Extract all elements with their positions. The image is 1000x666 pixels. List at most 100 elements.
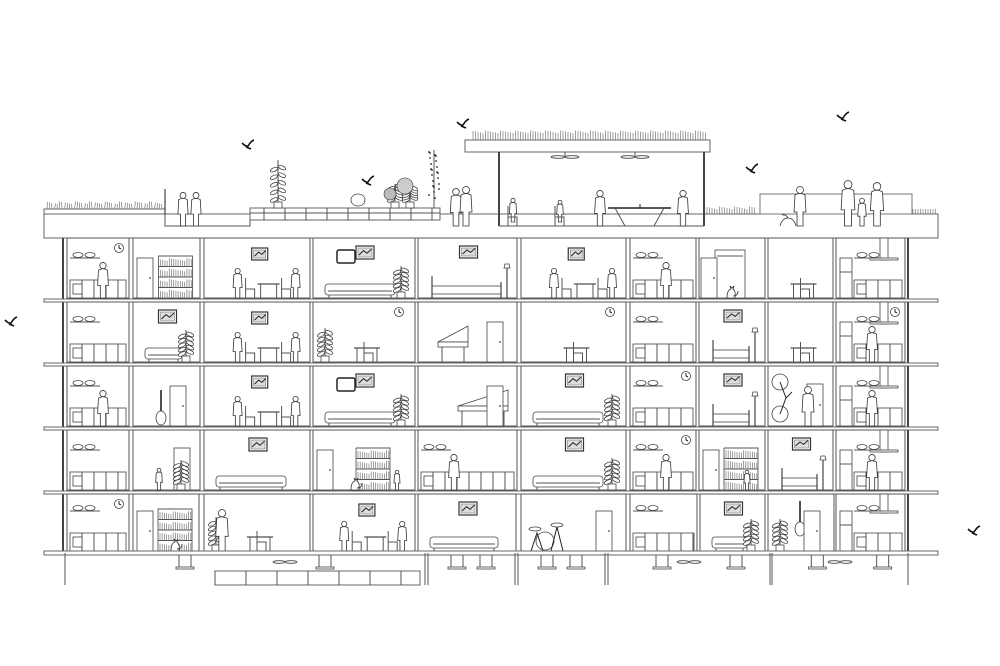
chair-icon [561, 278, 572, 298]
bird-icon [361, 175, 375, 186]
door-icon [136, 257, 154, 299]
table-icon [247, 536, 273, 551]
floor-level-4 [43, 301, 939, 367]
floor-level-1 [43, 493, 939, 556]
kitchen-cabinets-icon [420, 444, 515, 491]
room-entry [767, 365, 834, 427]
chair-icon [351, 531, 362, 551]
bird-icon [967, 525, 981, 536]
ceiling-fan-icon [550, 152, 580, 159]
plant-icon [172, 460, 190, 491]
guitar-icon [155, 390, 167, 426]
bookshelf-icon [355, 447, 391, 491]
room-kitchen [835, 237, 906, 299]
chair-icon [281, 342, 292, 362]
fridge-icon [839, 510, 853, 552]
person-icon [290, 331, 301, 363]
room-entry [132, 429, 201, 491]
tv-icon [336, 377, 356, 392]
room-living [203, 429, 311, 491]
bird-icon [241, 139, 255, 150]
ping-pong-player-icon [677, 190, 689, 227]
plant-icon [392, 266, 410, 299]
room-kitchen [629, 365, 697, 427]
bookshelf-icon [723, 447, 759, 491]
room-kitchen [66, 237, 130, 299]
seated-person-icon [556, 199, 564, 223]
plant-icon [603, 394, 621, 427]
ceiling-fan-icon [620, 152, 650, 159]
room-music [520, 493, 627, 552]
ping-pong-table-icon [608, 204, 671, 227]
ceiling-fan-icon [676, 560, 702, 564]
room-kitchen [835, 365, 906, 427]
bird-icon [745, 163, 759, 174]
table-icon [354, 347, 380, 362]
green-roof-left [43, 189, 166, 215]
person-icon [290, 267, 301, 299]
shrub-icon [383, 187, 397, 201]
pendant-lamp-icon [807, 555, 827, 570]
clock-icon [394, 307, 404, 317]
kitchen-cabinets-icon [632, 505, 695, 552]
table-icon [257, 347, 280, 362]
room-music [132, 365, 201, 427]
room-kitchen [66, 493, 130, 552]
table-icon [574, 283, 596, 298]
bird-icon [836, 111, 850, 122]
bird-icon [456, 118, 470, 129]
room-bedroom [698, 365, 766, 427]
storefront-glazing [214, 570, 421, 586]
child-icon [155, 467, 163, 491]
person-icon [607, 267, 617, 299]
room-dining [203, 301, 311, 363]
room-study [767, 237, 834, 299]
chair-icon [256, 531, 267, 551]
kitchen-cabinets-icon [69, 380, 127, 427]
kitchen-cabinets-icon [69, 444, 127, 491]
room-kitchen [629, 237, 697, 299]
plant-icon [771, 519, 789, 552]
pendant-lamp-icon [315, 555, 335, 570]
clock-icon [605, 307, 615, 317]
floor-level-3 [43, 365, 939, 431]
sofa-icon [532, 411, 604, 426]
room-bedroom [767, 429, 834, 491]
person-icon [660, 262, 672, 299]
room-study [203, 493, 311, 552]
door-icon [136, 510, 154, 552]
pendant-lamp-icon [873, 555, 893, 570]
kitchen-cabinets-icon [853, 380, 903, 427]
picture-frame-icon [791, 437, 812, 451]
bicycle-icon [771, 373, 793, 423]
door-icon [486, 321, 504, 363]
clock-icon [114, 243, 124, 253]
fridge-icon [839, 449, 853, 491]
picture-frame-icon [248, 437, 268, 452]
room-library [698, 429, 766, 491]
room-music [767, 493, 835, 552]
picture-frame-icon [564, 437, 585, 452]
room-kitchen [629, 493, 698, 552]
door-icon [595, 510, 613, 552]
pendant-lamp-icon [447, 555, 467, 570]
bed-icon [712, 404, 750, 426]
room-kitchen [417, 429, 518, 491]
pendant-lamp-icon [476, 555, 496, 570]
child-icon [393, 469, 401, 491]
sofa-icon [429, 536, 499, 551]
ground-bay [427, 553, 516, 585]
chair-icon [573, 342, 583, 362]
parent-icon [840, 180, 856, 227]
room-study [312, 301, 416, 363]
person-icon [97, 390, 109, 427]
person-icon [339, 520, 350, 552]
room-closet [698, 237, 766, 299]
pendant-lamp-icon [537, 555, 557, 570]
child-playing-icon [190, 192, 202, 227]
parent-icon [869, 182, 885, 227]
room-kitchen [66, 429, 130, 491]
floor-lamp-icon [751, 327, 759, 362]
room-kitchen [629, 301, 697, 363]
